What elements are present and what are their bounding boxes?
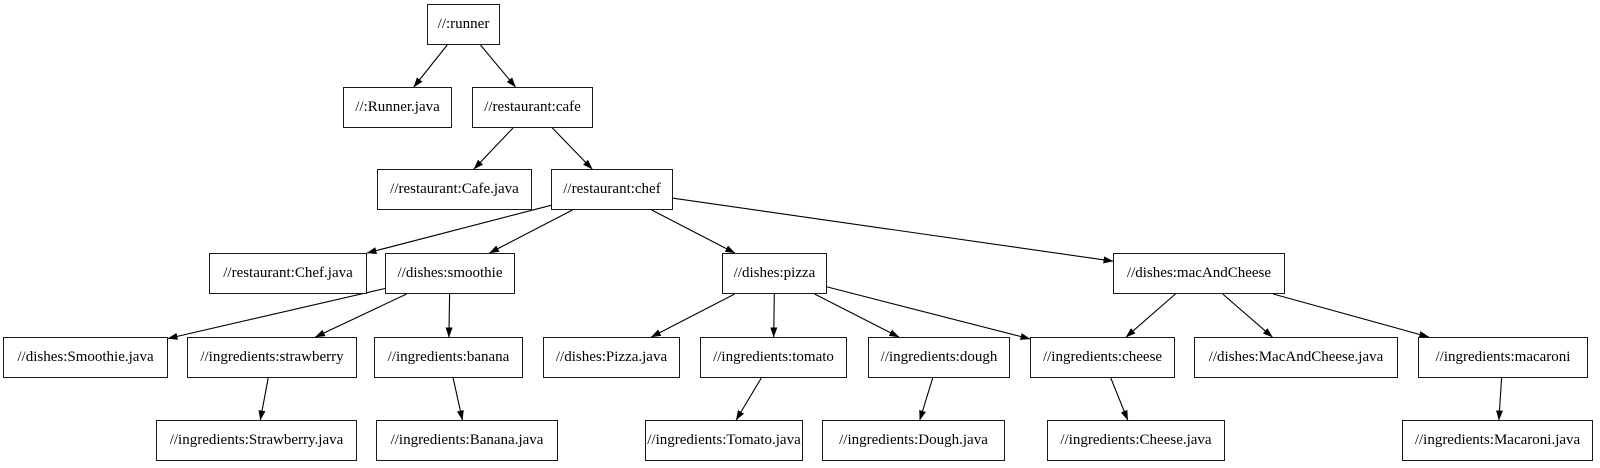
graph-edge-runner-to-runner_java	[413, 44, 448, 88]
graph-node-label: //ingredients:Tomato.java	[647, 432, 801, 448]
graph-edge-banana-to-banana_java	[452, 377, 464, 421]
graph-node-label: //ingredients:dough	[880, 349, 998, 365]
graph-edge-pizza-to-tomato	[770, 293, 778, 338]
graph-node-label: //ingredients:tomato	[713, 349, 834, 365]
graph-node-label: //ingredients:Strawberry.java	[169, 432, 344, 448]
graph-edge-chef-to-smoothie	[489, 209, 573, 254]
graph-node-label: //restaurant:chef	[563, 181, 661, 197]
graph-node-tomato_java: //ingredients:Tomato.java	[645, 420, 803, 461]
graph-node-cheese_java: //ingredients:Cheese.java	[1047, 420, 1225, 461]
graph-edge-chef-to-macandcheese	[672, 197, 1114, 264]
graph-node-chef: //restaurant:chef	[551, 169, 673, 210]
graph-node-label: //restaurant:Chef.java	[223, 265, 353, 281]
graph-node-runner_java: //:Runner.java	[343, 87, 452, 128]
graph-edge-tomato-to-tomato_java	[735, 377, 762, 421]
graph-node-label: //ingredients:cheese	[1042, 349, 1163, 365]
graph-node-label: //dishes:smoothie	[397, 265, 503, 281]
graph-node-label: //:Runner.java	[355, 99, 440, 115]
graph-edge-chef-to-chef_java	[366, 204, 552, 255]
graph-node-label: //ingredients:banana	[387, 349, 510, 365]
graph-node-label: //dishes:Smoothie.java	[17, 349, 154, 365]
graph-edge-macandcheese-to-cheese	[1125, 293, 1176, 338]
graph-node-label: //ingredients:Macaroni.java	[1414, 432, 1581, 448]
graph-node-label: //ingredients:Dough.java	[839, 432, 988, 448]
graph-node-cafe: //restaurant:cafe	[472, 87, 593, 128]
graph-node-runner: //:runner	[427, 4, 500, 45]
graph-edge-pizza-to-cheese	[826, 286, 1031, 340]
graph-node-pizza_java: //dishes:Pizza.java	[543, 337, 680, 378]
graph-edge-pizza-to-pizza_java	[650, 293, 735, 338]
graph-edge-macaroni-to-macaroni_java	[1496, 377, 1504, 421]
graph-edge-pizza-to-dough	[814, 293, 900, 338]
graph-edge-smoothie-to-banana	[445, 293, 453, 338]
graph-node-label: //dishes:Pizza.java	[555, 349, 668, 365]
graph-node-cheese: //ingredients:cheese	[1030, 337, 1175, 378]
graph-node-chef_java: //restaurant:Chef.java	[209, 253, 367, 294]
graph-node-label: //ingredients:Banana.java	[390, 432, 544, 448]
graph-edge-cheese-to-cheese_java	[1110, 377, 1129, 421]
graph-edge-smoothie-to-smoothie_java	[167, 287, 386, 340]
graph-node-banana: //ingredients:banana	[374, 337, 523, 378]
graph-edge-chef-to-pizza	[651, 209, 736, 254]
graph-edge-smoothie-to-strawberry	[314, 293, 407, 338]
graph-node-smoothie: //dishes:smoothie	[385, 253, 515, 294]
graph-node-smoothie_java: //dishes:Smoothie.java	[3, 337, 168, 378]
graph-edge-macandcheese-to-macandcheese_java	[1222, 293, 1273, 338]
graph-node-label: //dishes:macAndCheese	[1126, 265, 1272, 281]
graph-edge-cafe-to-chef	[552, 127, 593, 170]
graph-node-macaroni_java: //ingredients:Macaroni.java	[1402, 420, 1593, 461]
graph-edge-macandcheese-to-macaroni	[1273, 293, 1430, 338]
graph-node-label: //ingredients:macaroni	[1435, 349, 1571, 365]
graph-edge-runner-to-cafe	[480, 44, 516, 88]
graph-node-dough_java: //ingredients:Dough.java	[822, 420, 1005, 461]
graph-node-cafe_java: //restaurant:Cafe.java	[377, 169, 532, 210]
graph-node-label: //:runner	[437, 16, 490, 32]
graph-node-macandcheese_java: //dishes:MacAndCheese.java	[1194, 337, 1398, 378]
graph-node-label: //ingredients:strawberry	[200, 349, 344, 365]
graph-node-dough: //ingredients:dough	[868, 337, 1010, 378]
graph-node-label: //ingredients:Cheese.java	[1060, 432, 1212, 448]
graph-node-strawberry_java: //ingredients:Strawberry.java	[156, 420, 357, 461]
graph-edge-cafe-to-cafe_java	[473, 127, 514, 170]
graph-node-label: //dishes:MacAndCheese.java	[1208, 349, 1384, 365]
graph-edge-strawberry-to-strawberry_java	[258, 377, 269, 421]
graph-node-tomato: //ingredients:tomato	[700, 337, 847, 378]
graph-node-label: //dishes:pizza	[733, 265, 816, 281]
graph-node-banana_java: //ingredients:Banana.java	[376, 420, 558, 461]
graph-node-strawberry: //ingredients:strawberry	[187, 337, 357, 378]
graph-node-pizza: //dishes:pizza	[722, 253, 827, 294]
graph-node-label: //restaurant:cafe	[484, 99, 581, 115]
graph-node-label: //restaurant:Cafe.java	[390, 181, 519, 197]
graph-node-macaroni: //ingredients:macaroni	[1418, 337, 1588, 378]
graph-edge-dough-to-dough_java	[919, 377, 934, 421]
graph-node-macandcheese: //dishes:macAndCheese	[1113, 253, 1285, 294]
